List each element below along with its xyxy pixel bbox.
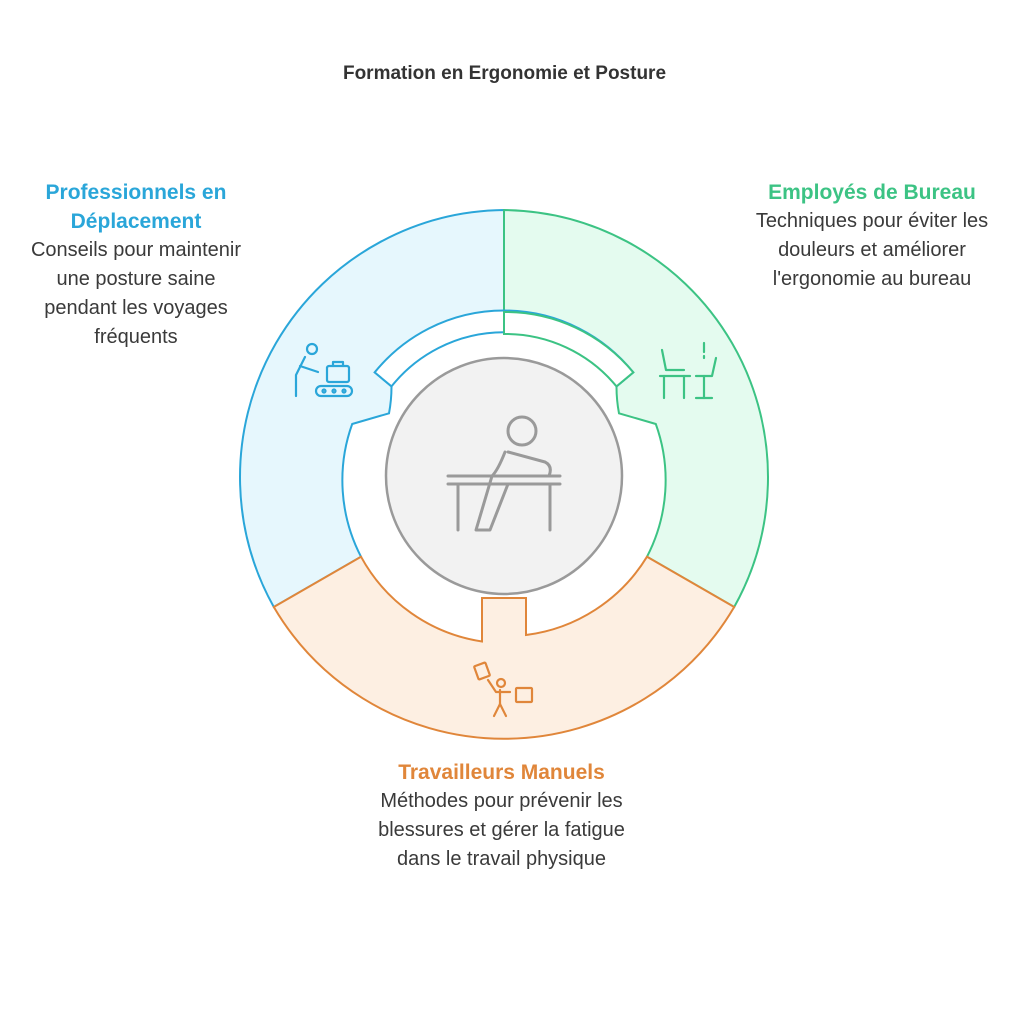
- segment-bottom-text: Travailleurs Manuels Méthodes pour préve…: [370, 758, 633, 874]
- segment-right-heading: Employés de Bureau: [768, 181, 976, 204]
- office-desk-chair-icon: [658, 341, 718, 400]
- inner-band-top-right-overlay: [503, 310, 635, 388]
- person-at-desk-icon: [446, 415, 562, 532]
- segment-bottom-description: Méthodes pour prévenir les blessures et …: [378, 790, 625, 870]
- manual-worker-icon: [473, 661, 534, 718]
- segment-bottom-manual: [272, 555, 736, 740]
- segment-left-description: Conseils pour maintenir une posture sain…: [30, 239, 242, 348]
- segment-bottom-heading: Travailleurs Manuels: [398, 761, 605, 784]
- segment-left-text: Professionnels en Déplacement Conseils p…: [20, 178, 252, 352]
- segment-right-text: Employés de Bureau Techniques pour évite…: [752, 178, 992, 294]
- diagram-title: Formation en Ergonomie et Posture: [342, 63, 667, 84]
- segment-right-description: Techniques pour éviter les douleurs et a…: [755, 210, 989, 290]
- segment-left-heading: Professionnels en Déplacement: [45, 181, 227, 233]
- traveler-luggage-icon: [294, 342, 354, 398]
